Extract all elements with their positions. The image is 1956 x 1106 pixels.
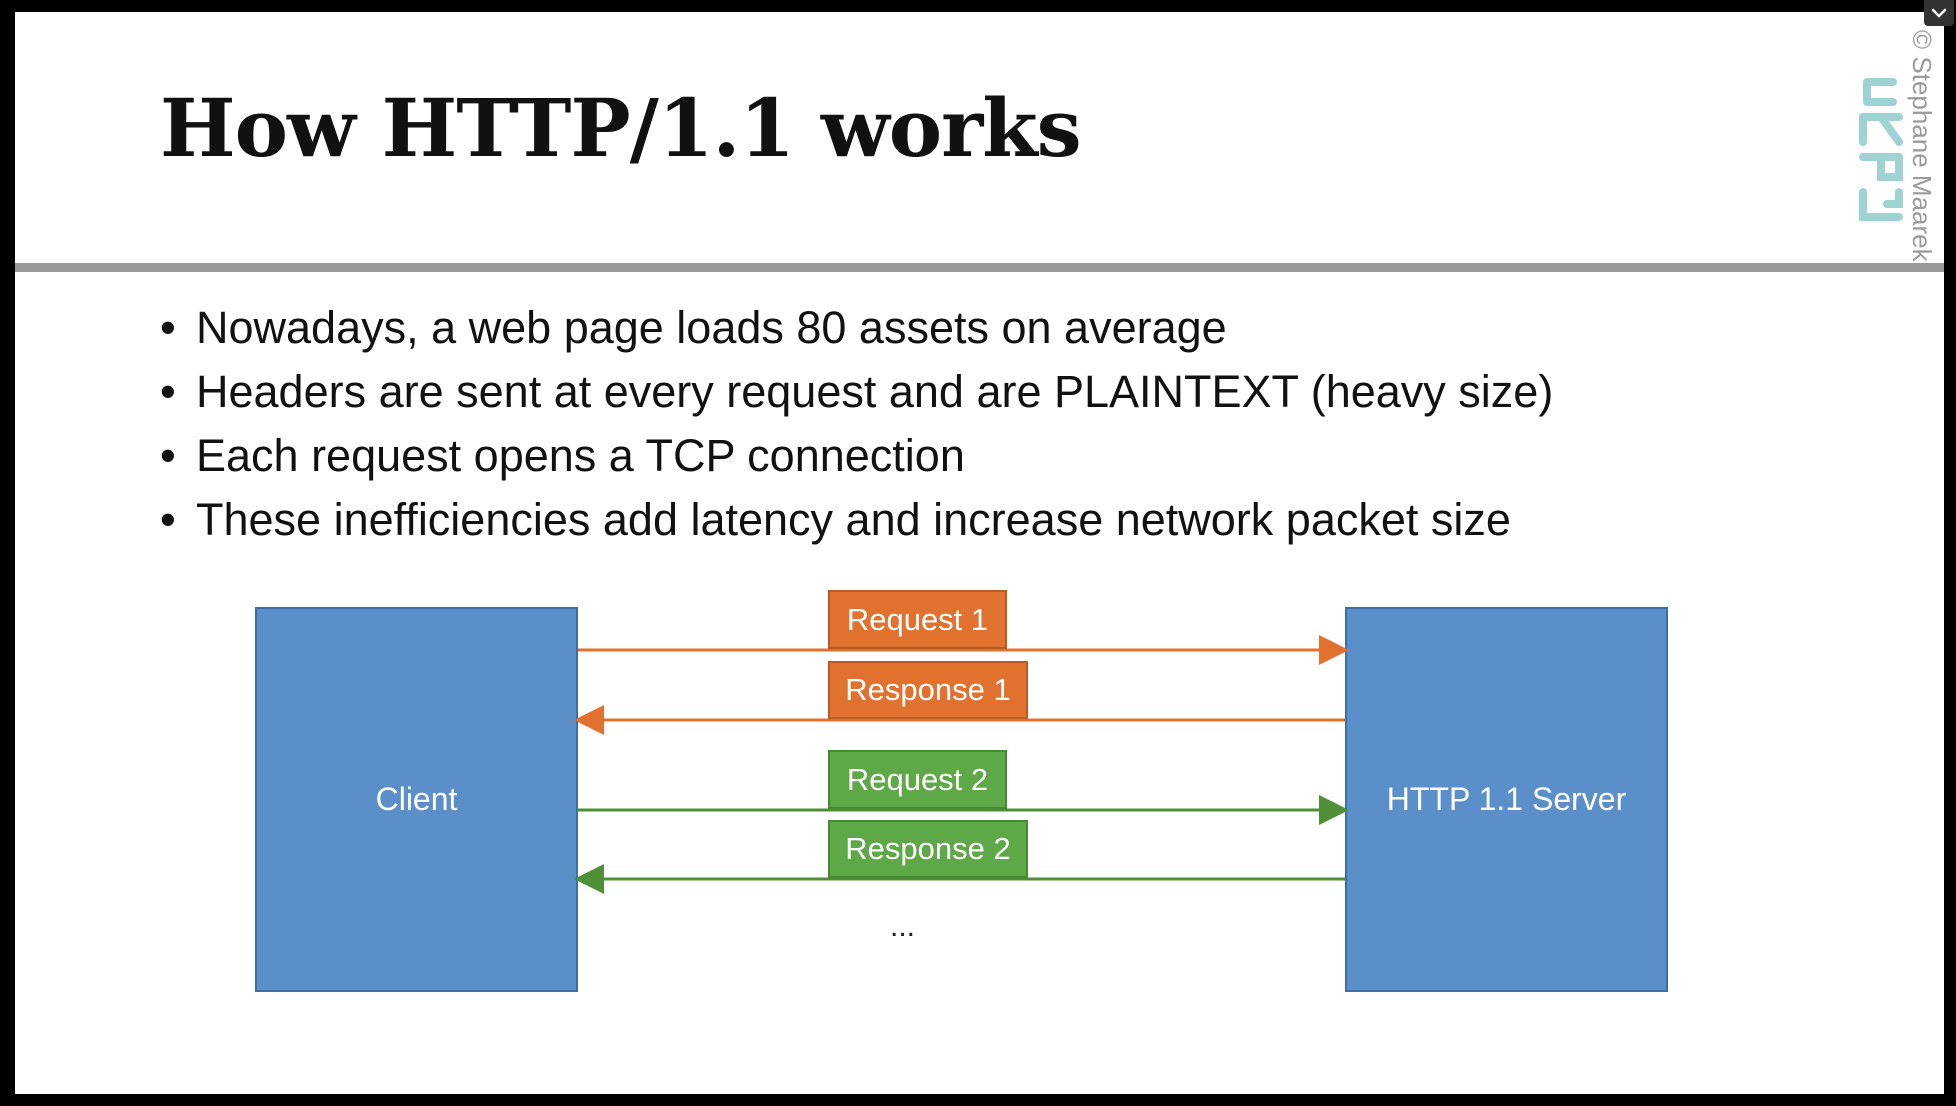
- bullet-item: •Headers are sent at every request and a…: [160, 366, 1554, 417]
- bullet-list: •Nowadays, a web page loads 80 assets on…: [160, 296, 1553, 552]
- slide-title: How HTTP/1.1 works: [160, 81, 1082, 175]
- bullet-item: •Each request opens a TCP connection: [160, 430, 965, 481]
- response-2-label: Response 2: [828, 820, 1028, 878]
- server-label: HTTP 1.1 Server: [1386, 781, 1627, 817]
- response-1-label: Response 1: [828, 661, 1028, 719]
- client-box: Client: [255, 607, 578, 992]
- presentation-slide: How HTTP/1.1 works © Stephane Maarek •No…: [15, 12, 1944, 1094]
- grpc-logo: [1859, 78, 1903, 221]
- bullet-item: •Nowadays, a web page loads 80 assets on…: [160, 302, 1227, 353]
- request-1-label: Request 1: [828, 590, 1007, 649]
- request-2-label: Request 2: [828, 750, 1007, 809]
- chevron-down-icon: [1931, 8, 1947, 18]
- collapse-button[interactable]: [1924, 0, 1954, 26]
- bullet-item: •These inefficiencies add latency and in…: [160, 494, 1511, 545]
- client-label: Client: [375, 781, 458, 817]
- arrows-layer: [574, 635, 1349, 894]
- server-box: HTTP 1.1 Server: [1345, 607, 1668, 992]
- more-requests-ellipsis: ...: [890, 910, 916, 943]
- title-divider: [15, 263, 1944, 272]
